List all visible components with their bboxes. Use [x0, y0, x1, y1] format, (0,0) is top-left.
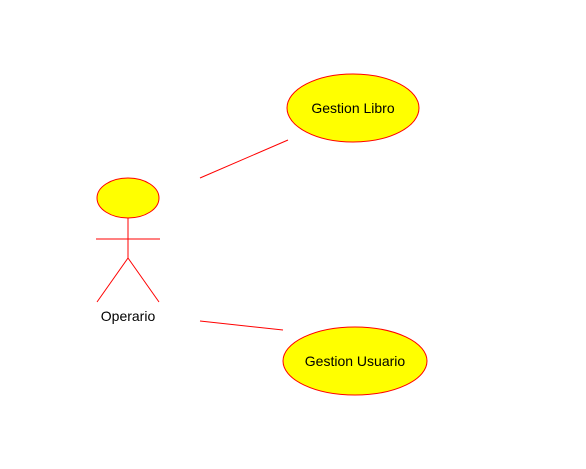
association-line-gestion-usuario[interactable] [199, 320, 284, 331]
use-case-gestion-libro[interactable]: Gestion Libro [286, 73, 420, 143]
use-case-gestion-usuario[interactable]: Gestion Usuario [282, 326, 428, 396]
actor-label: Operario [101, 308, 156, 324]
actor-right-leg [127, 257, 160, 303]
actor-left-leg [96, 257, 129, 303]
actor-operario[interactable]: Operario [96, 177, 160, 324]
actor-head [96, 177, 160, 219]
use-case-label: Gestion Usuario [305, 353, 406, 369]
use-case-label: Gestion Libro [311, 100, 394, 116]
use-case-ellipse [286, 73, 420, 143]
association-line-gestion-libro[interactable] [199, 139, 289, 179]
use-case-ellipse [282, 326, 428, 396]
